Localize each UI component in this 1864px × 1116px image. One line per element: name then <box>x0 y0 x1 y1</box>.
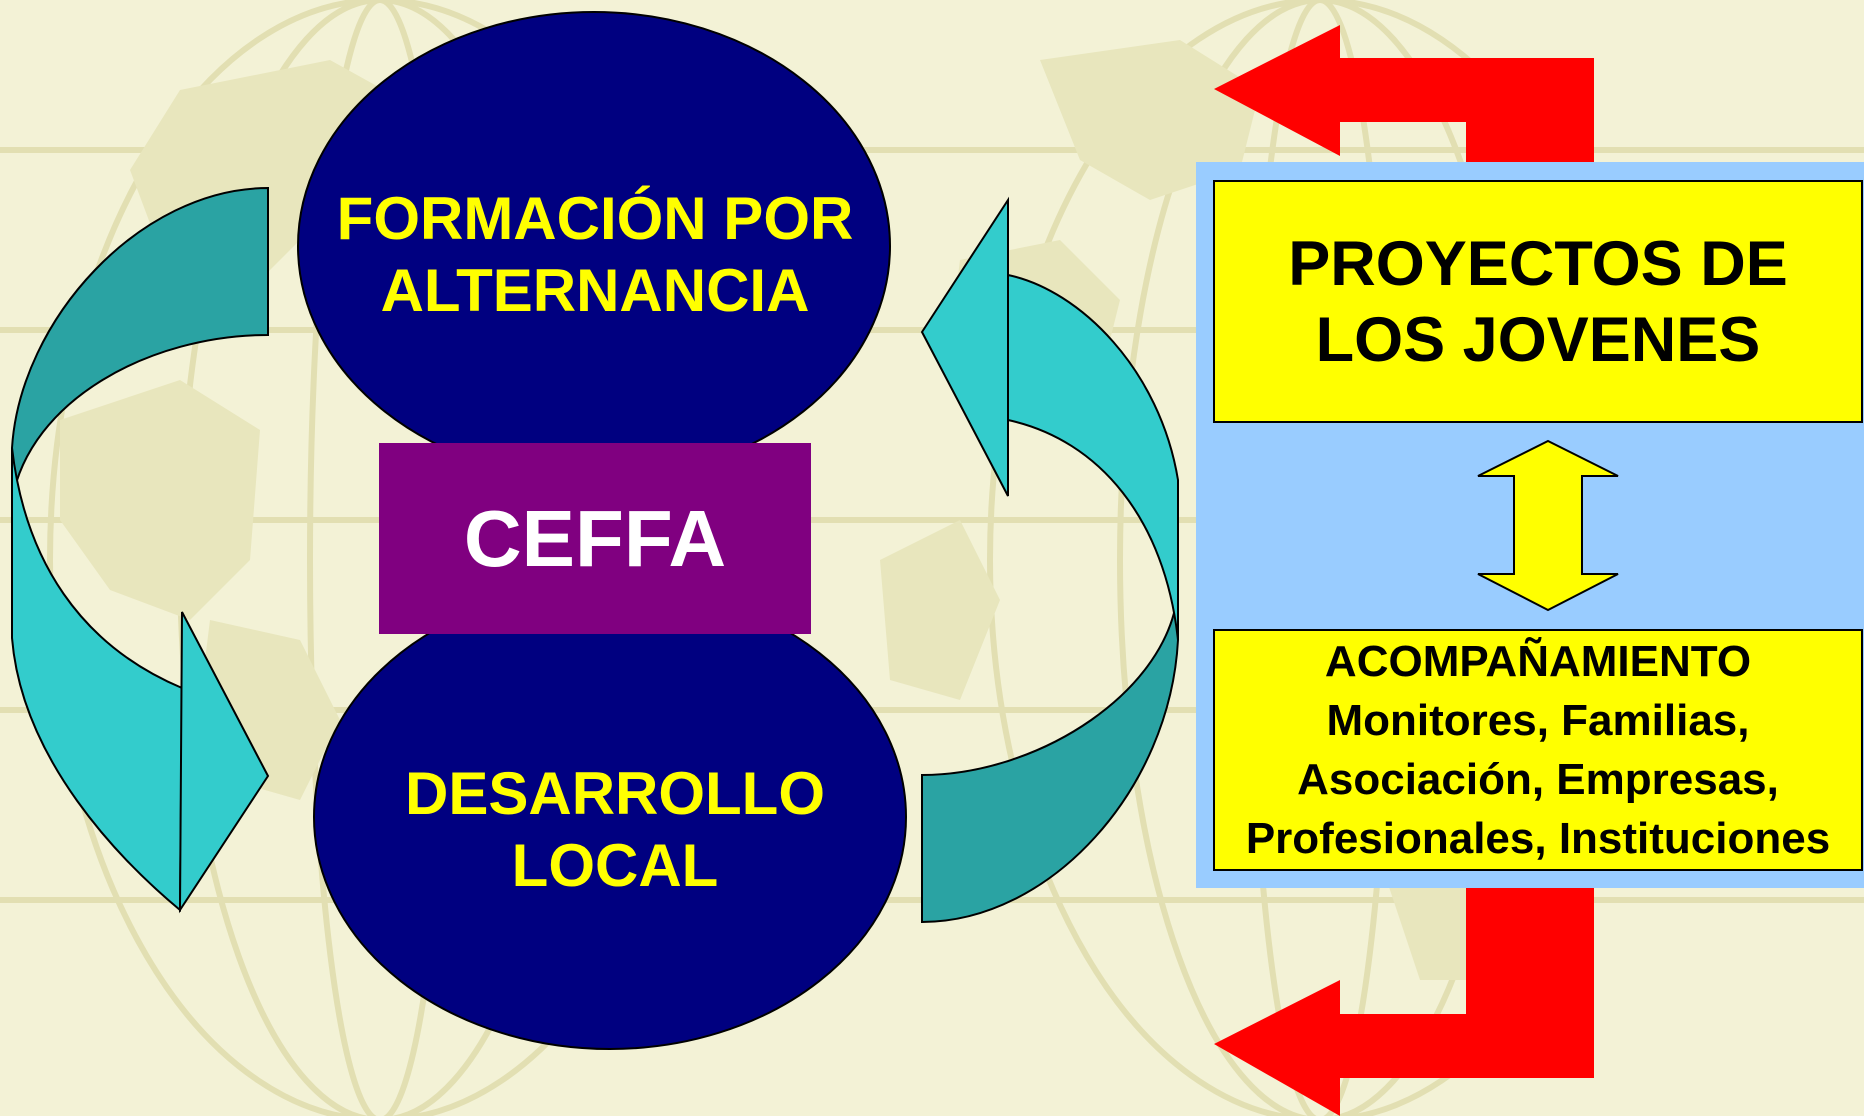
bottom-ellipse-line-2: LOCAL <box>511 832 719 899</box>
support-line-3: Asociación, Empresas, <box>1297 755 1779 804</box>
support-line-4: Profesionales, Instituciones <box>1245 814 1831 863</box>
projects-box-label: PROYECTOS DE LOS JOVENES <box>1214 181 1862 422</box>
red-return-arrow-bottom-icon <box>1214 876 1594 1116</box>
top-ellipse-label: FORMACIÓN POR ALTERNANCIA <box>300 180 890 330</box>
bottom-ellipse-label: DESARROLLO LOCAL <box>320 755 910 905</box>
support-box-label: ACOMPAÑAMIENTO Monitores, Familias, Asoc… <box>1214 630 1862 870</box>
red-return-arrow-top-icon <box>1214 25 1594 190</box>
top-ellipse-line-2: ALTERNANCIA <box>380 257 810 324</box>
support-line-2: Monitores, Familias, <box>1326 696 1750 745</box>
top-ellipse-line-1: FORMACIÓN POR <box>336 185 854 252</box>
double-arrow-icon <box>1477 439 1619 612</box>
bottom-ellipse-line-1: DESARROLLO <box>405 760 825 827</box>
center-box <box>379 443 811 634</box>
left-circular-arrow-icon <box>11 186 270 914</box>
support-line-1: ACOMPAÑAMIENTO <box>1324 637 1752 686</box>
support-box <box>1213 629 1863 871</box>
center-box-label: CEFFA <box>463 493 727 583</box>
projects-line-2: LOS JOVENES <box>1315 304 1761 375</box>
projects-box <box>1213 180 1863 423</box>
projects-line-1: PROYECTOS DE <box>1288 228 1788 299</box>
right-circular-arrow-icon <box>920 196 1179 924</box>
